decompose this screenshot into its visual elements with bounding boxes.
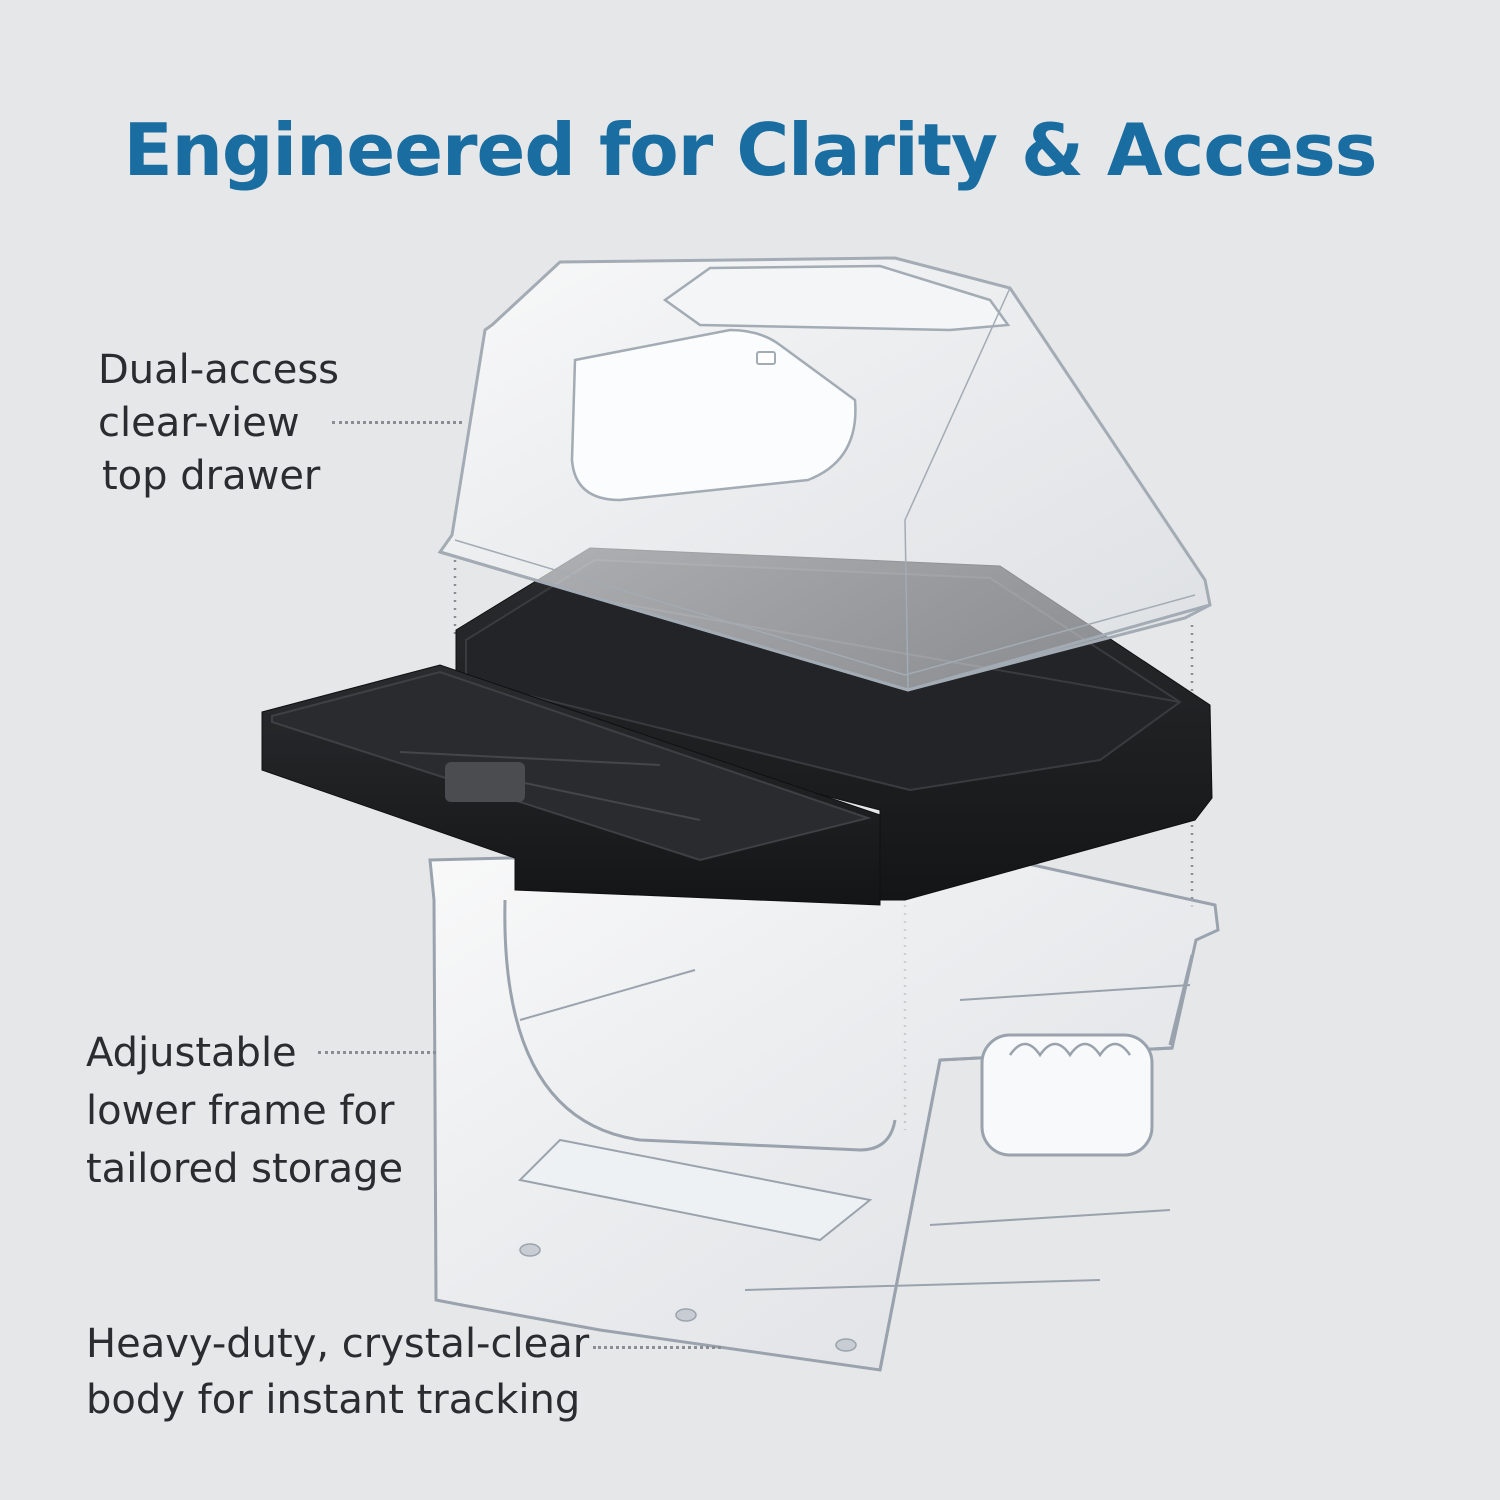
callout-line: top drawer [102,453,321,499]
leader-line-top [332,421,462,424]
callout-line: lower frame for [86,1088,395,1134]
clear-lid [437,256,1212,692]
callout-line: clear-view [98,400,300,446]
callout-line: tailored storage [86,1146,404,1192]
leader-line-bottom [593,1346,721,1349]
callout-line: Adjustable [86,1030,297,1076]
callout-body: Heavy-duty, crystal-clear body for insta… [86,1316,589,1428]
headline: Engineered for Clarity & Access [123,108,1377,192]
callout-top-drawer: Dual-access clear-view top drawer [98,344,339,503]
callout-line: Heavy-duty, crystal-clear [86,1321,590,1367]
callout-line: body for instant tracking [86,1377,581,1423]
callout-lower-frame: Adjustable lower frame for tailored stor… [86,1024,403,1198]
leader-line-middle [318,1051,436,1054]
clear-body [428,856,1220,1372]
callout-line: Dual-access [98,347,339,393]
